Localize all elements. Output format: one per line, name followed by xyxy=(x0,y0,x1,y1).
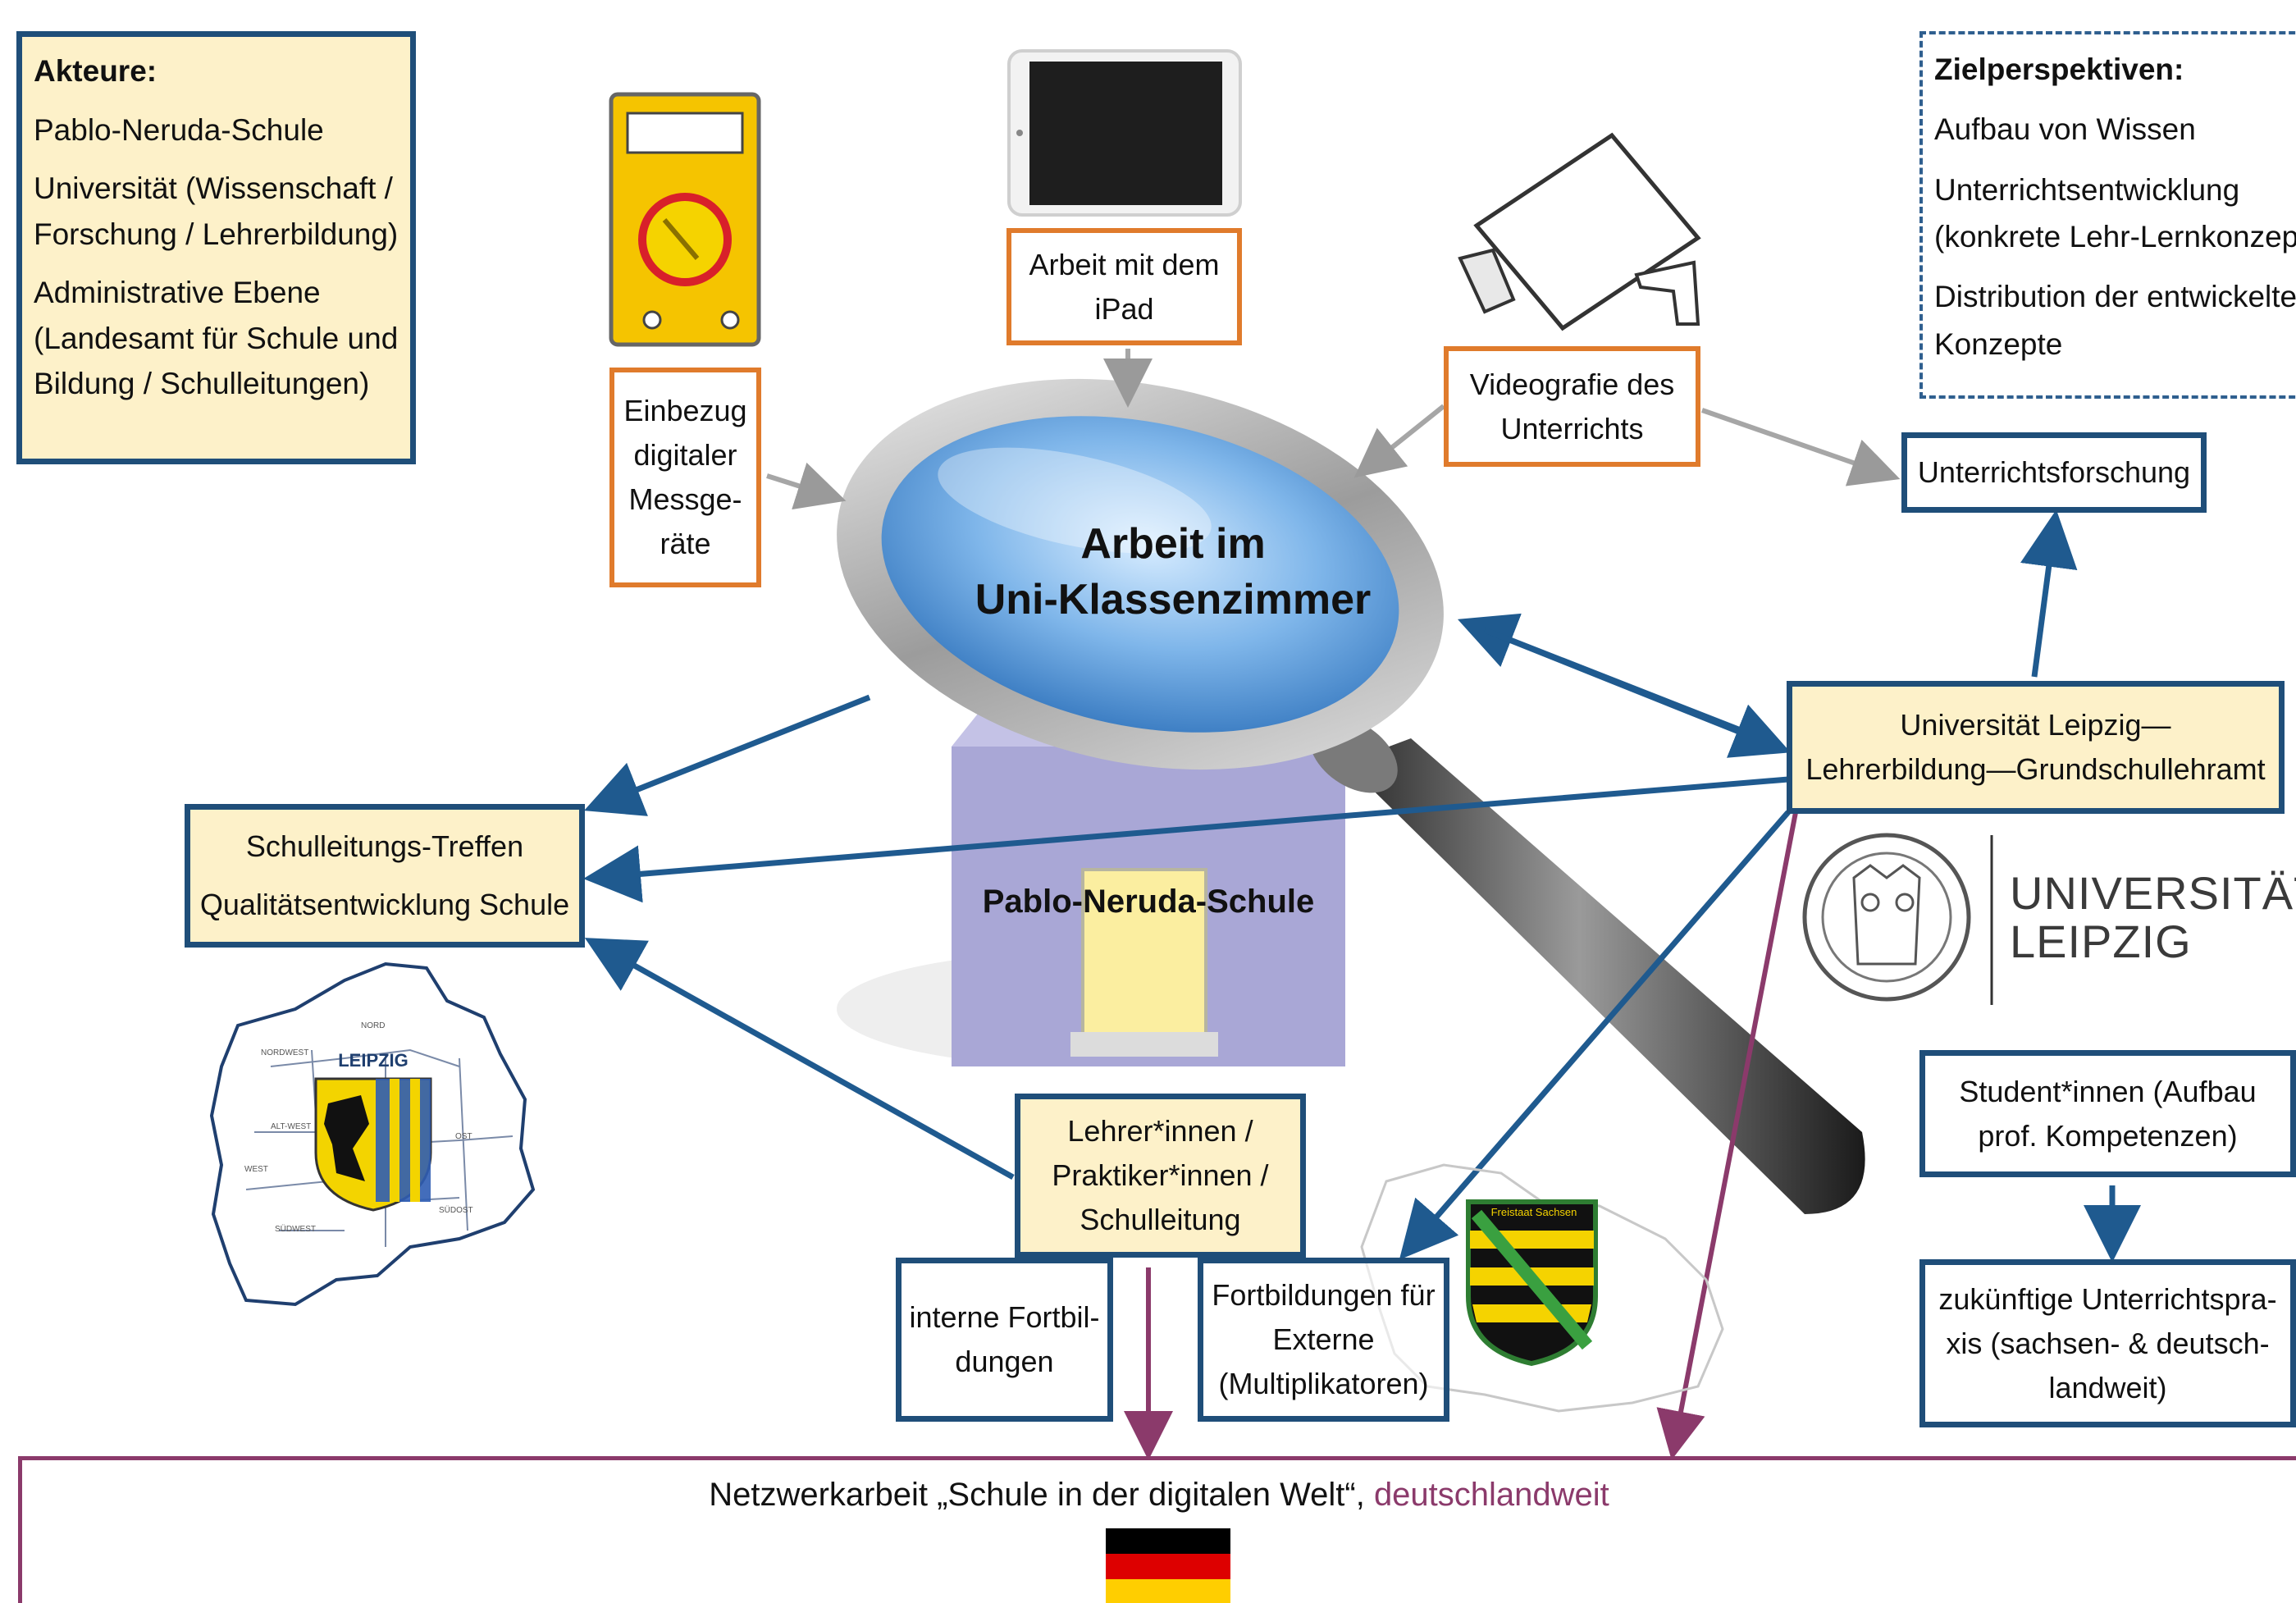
video-box: Videografie des Unterrichts xyxy=(1444,346,1700,467)
studenten-line: prof. Kompetenzen) xyxy=(1978,1118,2238,1153)
interne-line: interne Fortbil- xyxy=(909,1300,1100,1334)
interne-line: dungen xyxy=(955,1345,1054,1378)
goals-item: Konzepte xyxy=(1934,327,2063,361)
multimeter-icon xyxy=(609,92,761,347)
messgeraete-box-line: räte xyxy=(660,527,711,560)
ipad-icon xyxy=(1007,49,1242,217)
network-highlight: deutschlandweit xyxy=(1373,1477,1609,1513)
lehrer-box: Lehrer*innen / Praktiker*innen / Schulle… xyxy=(1015,1094,1306,1258)
actors-item: (Landesamt für Schule und xyxy=(34,321,399,355)
magnifier-title: Arbeit im Uni-Klassenzimmer xyxy=(919,517,1427,628)
district-label: SÜDOST xyxy=(439,1206,473,1215)
magnifier-line-1: Arbeit im xyxy=(1080,520,1266,568)
actors-item: Bildung / Schulleitungen) xyxy=(34,367,370,400)
network-text: Netzwerkarbeit „Schule in der digitalen … xyxy=(709,1477,1365,1513)
goals-item: Distribution der entwickelten xyxy=(1934,280,2296,314)
forschung-box: Unterrichtsforschung xyxy=(1901,432,2207,513)
district-label: ALT-WEST xyxy=(271,1122,312,1131)
leipzig-map-title: LEIPZIG xyxy=(338,1050,409,1071)
sachsen-label: Freistaat Sachsen xyxy=(1490,1206,1577,1218)
uni-leipzig-wordmark: UNIVERSITÄT LEIPZIG xyxy=(2010,867,2296,967)
messgeraete-box-line: digitaler xyxy=(633,438,737,472)
district-label: SÜDWEST xyxy=(275,1225,316,1234)
interne-box: interne Fortbil- dungen xyxy=(896,1258,1113,1422)
studenten-box: Student*innen (Aufbau prof. Kompetenzen) xyxy=(1919,1050,2296,1177)
goals-item: (konkrete Lehr-Lernkonzepte xyxy=(1934,220,2296,254)
ipad-box-line: Arbeit mit dem xyxy=(1029,247,1220,281)
arrow-uni-magnifier-b xyxy=(1483,627,1791,758)
germany-flag-icon xyxy=(1106,1528,1230,1603)
uni-wordmark-line-2: LEIPZIG xyxy=(2010,915,2192,967)
schulleitung-box: Schulleitungs-Treffen Qualitätsentwicklu… xyxy=(185,804,585,948)
arrow-uni-network xyxy=(1656,807,1799,1460)
lehrer-line: Schulleitung xyxy=(1080,1203,1241,1236)
uni-leipzig-box: Universität Leipzig— Lehrerbildung—Grund… xyxy=(1787,681,2285,814)
arrow-video-forschung xyxy=(1701,408,1901,486)
externe-line: Fortbildungen für xyxy=(1212,1278,1436,1312)
uni-wordmark-line-1: UNIVERSITÄT xyxy=(2010,867,2296,919)
messgeraete-box: Einbezug digitaler Messge- räte xyxy=(609,368,761,587)
lehrer-line: Praktiker*innen / xyxy=(1052,1158,1269,1192)
arrow-magnifier-schulleitung xyxy=(583,694,871,816)
leipzig-coat-of-arms-icon xyxy=(314,1077,432,1212)
arrow-video-in xyxy=(1353,404,1445,478)
ipad-box: Arbeit mit dem iPad xyxy=(1006,228,1242,345)
video-camera-icon xyxy=(1458,132,1701,331)
goals-title: Zielperspektiven: xyxy=(1934,53,2184,86)
messgeraete-box-line: Messge- xyxy=(628,482,742,516)
arrow-messgeraete xyxy=(766,462,847,510)
sachsen-coat-of-arms-icon xyxy=(1466,1199,1598,1367)
schulleitung-line: Schulleitungs-Treffen xyxy=(245,829,524,864)
lehrer-line: Lehrer*innen / xyxy=(1067,1114,1253,1148)
actors-box: Akteure: Pablo-Neruda-Schule Universität… xyxy=(16,31,416,464)
actors-title: Akteure: xyxy=(34,54,157,88)
actors-item: Pablo-Neruda-Schule xyxy=(34,112,324,147)
actors-item: Forschung / Lehrerbildung) xyxy=(34,217,399,251)
network-box: Netzwerkarbeit „Schule in der digitalen … xyxy=(18,1456,2296,1603)
schulleitung-line: Qualitätsentwicklung Schule xyxy=(199,887,570,921)
arrow-lehrer-schulleitung xyxy=(584,938,1015,1181)
uni-leipzig-line: Lehrerbildung—Grundschullehramt xyxy=(1805,752,2266,786)
video-box-line: Videografie des xyxy=(1469,367,1675,401)
externe-line: (Multiplikatoren) xyxy=(1218,1367,1429,1400)
ipad-box-line: iPad xyxy=(1094,291,1154,326)
arrow-uni-forschung xyxy=(2020,509,2078,678)
messgeraete-box-line: Einbezug xyxy=(623,394,747,427)
video-box-line: Unterrichts xyxy=(1500,411,1644,445)
arrow-uni-schulleitung xyxy=(583,776,1789,903)
studenten-line: Student*innen (Aufbau xyxy=(1959,1074,2257,1108)
uni-leipzig-line: Universität Leipzig— xyxy=(1900,708,2171,742)
network-caption: Netzwerkarbeit „Schule in der digitalen … xyxy=(22,1477,2296,1514)
zukunft-line: landweit) xyxy=(2048,1370,2167,1404)
forschung-box-label: Unterrichtsforschung xyxy=(1917,455,2191,489)
actors-item: Universität (Wissenschaft / xyxy=(34,171,393,205)
district-label: OST xyxy=(455,1132,472,1141)
goals-box: Zielperspektiven: Aufbau von Wissen Unte… xyxy=(1919,31,2296,399)
goals-item: Unterrichtsentwicklung xyxy=(1934,172,2240,207)
actors-item: Administrative Ebene xyxy=(34,276,321,309)
district-label: NORDWEST xyxy=(261,1048,309,1057)
goals-item: Aufbau von Wissen xyxy=(1934,112,2196,147)
arrow-uni-externe xyxy=(1399,810,1791,1260)
magnifier-line-2: Uni-Klassenzimmer xyxy=(975,575,1372,623)
university-seal-icon xyxy=(1802,833,1971,1002)
school-label: Pablo-Neruda-Schule xyxy=(982,884,1315,920)
district-label: WEST xyxy=(244,1165,268,1174)
zukunft-line: zukünftige Unterrichtspra- xyxy=(1938,1281,2277,1316)
zukunft-box: zukünftige Unterrichtspra- xis (sachsen-… xyxy=(1919,1259,2296,1427)
district-label: NORD xyxy=(361,1021,386,1030)
externe-box: Fortbildungen für Externe (Multiplikator… xyxy=(1198,1258,1449,1422)
magnifier-icon xyxy=(837,378,1865,1214)
zukunft-line: xis (sachsen- & deutsch- xyxy=(1946,1326,2270,1360)
externe-line: Externe xyxy=(1272,1322,1375,1356)
